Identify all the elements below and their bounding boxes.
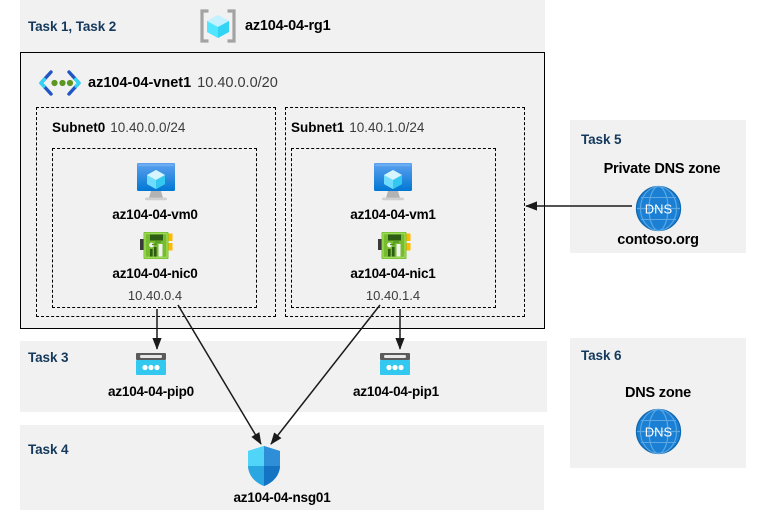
vnet-address-space: 10.40.0.0/20 — [197, 75, 278, 91]
private-dns-name: contoso.org — [617, 232, 699, 248]
dns-icon-text: DNS — [645, 202, 673, 217]
subnet1-title: Subnet1 10.40.1.0/24 — [291, 120, 424, 135]
nsg-name: az104-04-nsg01 — [233, 490, 331, 505]
vm1-name: az104-04-vm1 — [350, 207, 436, 222]
subnet0-label: Subnet0 — [52, 120, 106, 135]
public-ip-address-icon — [378, 352, 412, 378]
dns-icon-text: DNS — [645, 425, 673, 440]
virtual-network-icon — [38, 70, 82, 96]
task-label-5: Task 5 — [581, 132, 622, 147]
task-label-4: Task 4 — [28, 442, 69, 457]
network-interface-icon — [378, 231, 411, 261]
subnet1-label: Subnet1 — [291, 120, 345, 135]
subnet0-cidr: 10.40.0.0/24 — [110, 120, 186, 135]
vm0-name: az104-04-vm0 — [112, 207, 198, 222]
network-security-group-icon — [246, 445, 282, 487]
public-ip-panel — [20, 341, 547, 412]
pip1-name: az104-04-pip1 — [353, 384, 439, 399]
public-ip-address-icon — [134, 352, 168, 378]
nic0-ip: 10.40.0.4 — [127, 288, 183, 303]
virtual-machine-icon — [134, 161, 178, 201]
nic0-name: az104-04-nic0 — [112, 266, 198, 281]
resource-group-name: az104-04-rg1 — [245, 18, 331, 34]
subnet0-title: Subnet0 10.40.0.0/24 — [52, 120, 185, 135]
resource-group-icon — [199, 9, 237, 43]
task-label-1-2: Task 1, Task 2 — [28, 19, 117, 34]
resource-group-panel — [20, 0, 545, 52]
public-dns-heading: DNS zone — [624, 385, 692, 401]
dns-zone-icon: DNS — [635, 185, 682, 232]
network-interface-icon — [140, 231, 173, 261]
subnet1-cidr: 10.40.1.0/24 — [349, 120, 425, 135]
nic1-ip: 10.40.1.4 — [365, 288, 421, 303]
dns-zone-icon: DNS — [635, 408, 682, 455]
virtual-machine-icon — [371, 161, 415, 201]
vnet-name: az104-04-vnet1 — [88, 75, 192, 91]
task-label-6: Task 6 — [581, 348, 622, 363]
task-label-3: Task 3 — [28, 350, 69, 365]
private-dns-heading: Private DNS zone — [603, 161, 721, 177]
nic1-name: az104-04-nic1 — [350, 266, 436, 281]
vnet-title: az104-04-vnet1 10.40.0.0/20 — [88, 75, 278, 91]
pip0-name: az104-04-pip0 — [108, 384, 194, 399]
